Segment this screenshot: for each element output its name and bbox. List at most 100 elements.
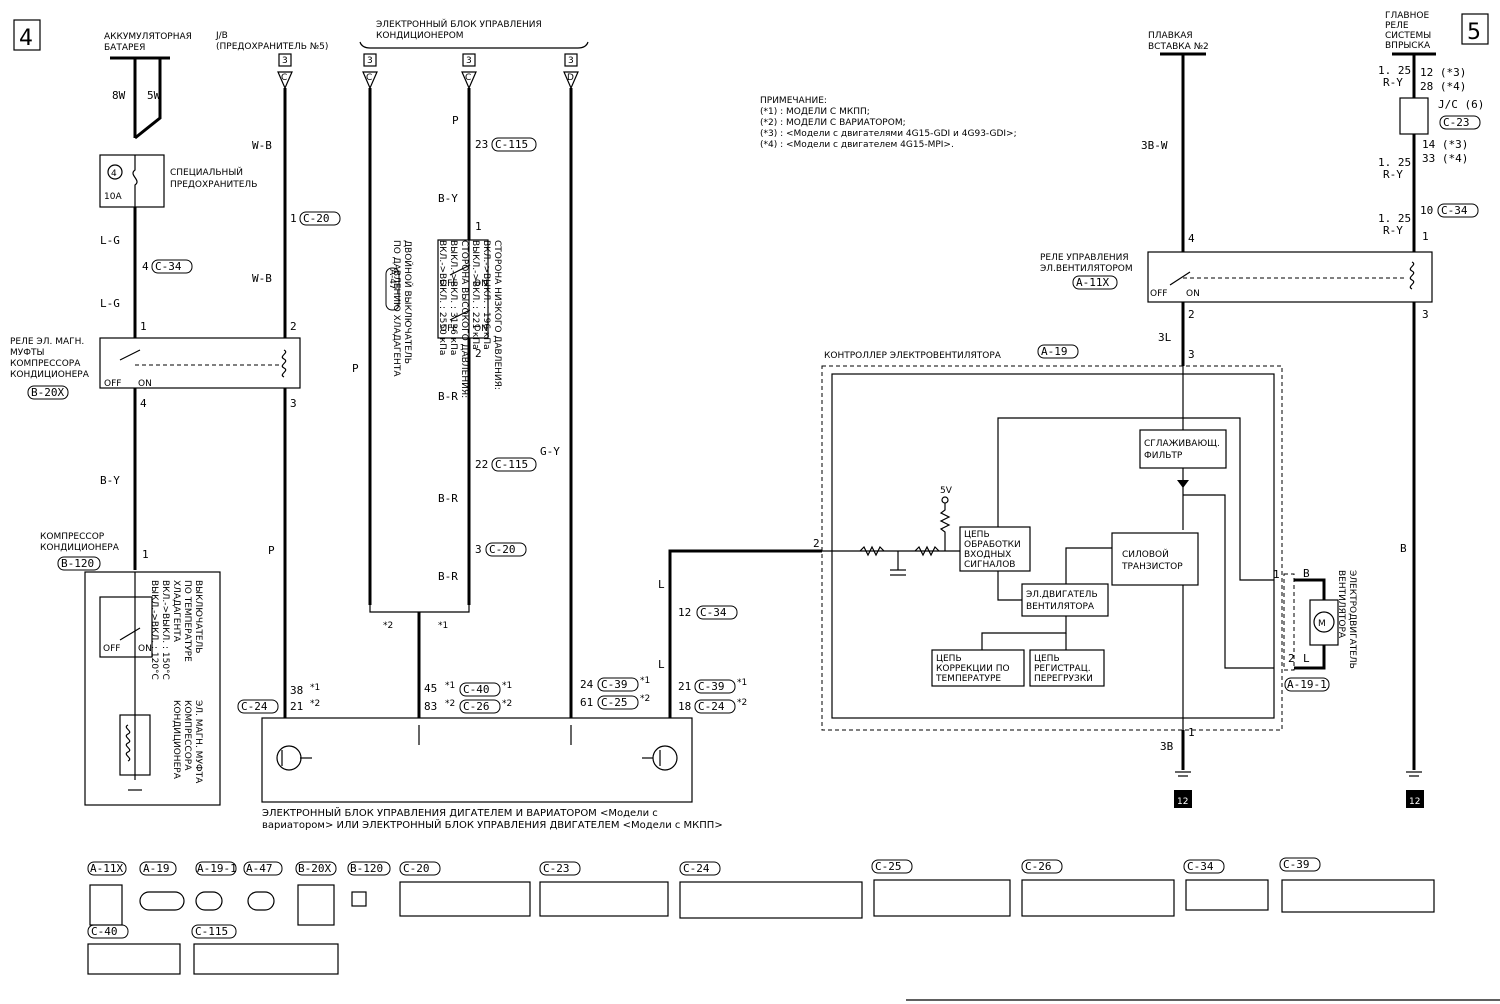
fusible-link-label: ПЛАВКАЯ — [1148, 31, 1193, 41]
sup-s2-d: *2 — [640, 694, 650, 704]
sup-s1-b: *1 — [445, 681, 455, 691]
filter-label2: ФИЛЬТР — [1144, 451, 1183, 461]
comp-relay-on: ON — [138, 379, 152, 389]
conn-c34-label-c: C-34 — [1441, 204, 1468, 217]
conn-c39-label-a: C-39 — [601, 678, 628, 691]
main-relay-pin4: 33 (*4) — [1422, 152, 1468, 165]
conn-a47-label: A-47 — [387, 269, 397, 290]
comp-relay-coil — [281, 349, 287, 378]
main-relay-pin7: 3 — [1422, 308, 1429, 321]
fan-relay-label: РЕЛЕ УПРАВЛЕНИЯ — [1040, 253, 1129, 263]
ac-conn-box-2 — [462, 53, 476, 67]
footer-pinout-a19 — [139, 891, 185, 911]
wire-label-b-motor: B — [1303, 567, 1310, 580]
jb-conn-box — [278, 53, 292, 67]
svg-text:КОМПРЕССОРА: КОМПРЕССОРА — [182, 700, 192, 771]
conn-c40-label-a: C-40 — [463, 683, 490, 696]
wire-label-8w: 8W — [112, 89, 126, 102]
svg-text:КОНДИЦИОНЕРА: КОНДИЦИОНЕРА — [171, 700, 181, 780]
wire-label-3bw: 3B-W — [1141, 139, 1168, 152]
ac-ecu-brace — [359, 41, 589, 49]
footer-pinout-b20x — [297, 884, 335, 926]
comp-relay-off: OFF — [104, 379, 121, 389]
variant-split — [369, 605, 470, 613]
notes-title: ПРИМЕЧАНИЕ: — [760, 96, 827, 106]
main-relay-pin6: 1 — [1422, 230, 1429, 243]
pressure-switch-label: ДВОЙНОЙ ВЫКЛЮЧАТЕЛЬ ПО ДАВЛЕНИЮ ХЛАДАГЕН… — [391, 240, 414, 377]
temp-switch-off: OFF — [103, 644, 120, 654]
input-label2: ОБРАБОТКИ — [964, 540, 1021, 550]
ground-num-ctrl: 12 — [1177, 797, 1188, 807]
footer-pinout-c40 — [87, 943, 181, 975]
footer-pinout-a11x — [89, 884, 123, 926]
jc6-box — [1399, 97, 1429, 135]
ground-box-main — [1406, 790, 1424, 808]
wire-label-ry-3b: R-Y — [1383, 224, 1403, 237]
special-fuse-label: СПЕЦИАЛЬНЫЙ — [170, 166, 243, 178]
conn-c34-a — [151, 259, 193, 274]
fuse-num-circle — [107, 164, 123, 180]
footer-pinout-a191 — [195, 891, 223, 911]
fan-motor-label: ЭЛЕКТРОДВИГАТЕЛЬ ВЕНТИЛЯТОРА — [1336, 570, 1357, 669]
pin-c115-2: 2 — [475, 347, 482, 360]
overload-box — [1029, 649, 1105, 687]
wire-5w — [134, 58, 162, 140]
conn-c25-label-a: C-25 — [601, 696, 628, 709]
fan-motor-icon — [1313, 611, 1335, 633]
footer-label-c34: C-34 — [1187, 860, 1214, 873]
footer-conn-a191 — [195, 861, 237, 876]
footer-conn-c115 — [191, 924, 237, 939]
pin-ecu-18: 18 — [678, 700, 691, 713]
pin-relay-2: 2 — [290, 320, 297, 333]
comp-relay-label4: КОНДИЦИОНЕРА — [10, 370, 90, 380]
pin-comp-1: 1 — [142, 548, 149, 561]
footer-pinout-c24 — [679, 881, 863, 919]
sup-s2-a: *2 — [310, 699, 320, 709]
svg-text:ВЫКЛ.->ВКЛ. : 120°C: ВЫКЛ.->ВКЛ. : 120°C — [149, 580, 159, 680]
clutch-text: ЭЛ. МАГН. МУФТА КОМПРЕССОРА КОНДИЦИОНЕРА — [171, 700, 203, 784]
footer-conn-c25 — [871, 859, 913, 874]
wire-label-br3: B-R — [438, 570, 458, 583]
pin-relay-3: 3 — [290, 397, 297, 410]
engine-ecu-box — [261, 717, 693, 803]
motor-circuit-box — [1021, 583, 1109, 617]
conn-c39-a — [597, 677, 639, 692]
compressor-label2: КОНДИЦИОНЕРА — [40, 543, 120, 553]
conn-c115-label-b: C-115 — [495, 458, 528, 471]
pin-fan-relay-4: 4 — [1188, 232, 1195, 245]
fan-relay-label2: ЭЛ.ВЕНТИЛЯТОРОМ — [1040, 264, 1133, 274]
ctrl-to-motor — [1183, 417, 1274, 581]
svg-text:ВКЛ.->ВЫКЛ. : 2550 кПа: ВКЛ.->ВЫКЛ. : 2550 кПа — [437, 240, 447, 355]
footer-label-a47: A-47 — [246, 862, 273, 875]
ac-pin-2: C — [465, 73, 471, 83]
wire-label-br2: B-R — [438, 492, 458, 505]
wire-label-b-main: B — [1400, 542, 1407, 555]
power-transistor-box — [1111, 532, 1199, 586]
wire-label-p3: P — [452, 114, 459, 127]
jb-conn: 3 — [282, 56, 288, 66]
engine-ecu-label2: вариатором> ИЛИ ЭЛЕКТРОННЫЙ БЛОК УПРАВЛЕ… — [262, 818, 723, 831]
svg-text:ВЫКЛЮЧАТЕЛЬ: ВЫКЛЮЧАТЕЛЬ — [193, 580, 203, 653]
footer-label-c20: C-20 — [403, 862, 430, 875]
v5-label: 5V — [940, 486, 953, 496]
main-relay-pin1: 12 (*3) — [1420, 66, 1466, 79]
wire-label-5w: 5W — [147, 89, 161, 102]
sup-s2-c: *2 — [502, 699, 512, 709]
ps-on-1: ON — [474, 279, 488, 289]
conn-b120-label: B-120 — [61, 557, 94, 570]
ctrl-return — [1183, 494, 1274, 669]
temp-switch-on: ON — [138, 644, 152, 654]
conn-c24-a — [237, 699, 279, 714]
wire-label-l2: L — [658, 658, 665, 671]
pin-ecu-21: 21 — [290, 700, 303, 713]
footer-conn-c26 — [1021, 859, 1063, 874]
conn-c34-label-b: C-34 — [700, 606, 727, 619]
fan-motor-glyph: M — [1318, 619, 1326, 629]
conn-c39-label-b: C-39 — [698, 680, 725, 693]
wire-label-wb2: W-B — [252, 272, 272, 285]
fuse-element — [132, 155, 138, 207]
fan-relay-coil — [1409, 261, 1415, 290]
conn-a19-label: A-19 — [1041, 345, 1068, 358]
conn-c23 — [1439, 115, 1481, 130]
